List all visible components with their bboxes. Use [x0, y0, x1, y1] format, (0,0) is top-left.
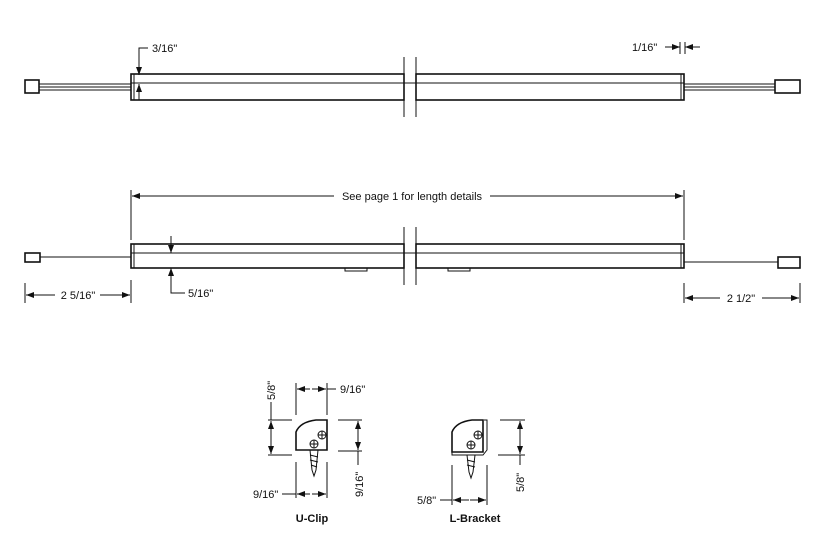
right-connector	[774, 79, 801, 94]
screw-icon	[309, 449, 319, 478]
fixture-body-right	[415, 73, 685, 101]
l-bracket-label: L-Bracket	[450, 513, 501, 525]
dim-thickness: 3/16"	[152, 43, 177, 55]
side-view: See page 1 for length details 5/16" 2 5/…	[24, 190, 801, 305]
fixture-body-left	[130, 73, 405, 101]
mounting-tab	[344, 267, 368, 272]
top-view: 3/16" 1/16"	[24, 42, 801, 117]
dim-right-lead: 2 1/2"	[727, 293, 755, 305]
dim-width: 5/8"	[417, 495, 436, 507]
u-clip-label: U-Clip	[296, 513, 329, 525]
dim-width-top: 9/16"	[340, 384, 365, 396]
dim-width-bottom: 9/16"	[253, 489, 278, 501]
dim-height: 5/16"	[188, 288, 213, 300]
screw-icon	[466, 454, 476, 480]
right-connector-side	[777, 256, 801, 269]
dim-height: 5/8"	[515, 473, 527, 492]
left-connector	[24, 79, 40, 94]
dim-depth: 9/16"	[354, 472, 366, 497]
left-connector-side	[24, 252, 41, 263]
l-bracket-drawing: 5/8" 5/8" L-Bracket	[417, 419, 527, 525]
dim-end-cap: 1/16"	[632, 42, 657, 54]
u-clip-drawing: 9/16" 5/8" 9/16" 9/16" U-Clip	[253, 381, 366, 525]
dim-left-lead: 2 5/16"	[61, 290, 96, 302]
mounting-tab	[447, 267, 471, 272]
dim-height: 5/8"	[266, 381, 278, 400]
dim-length: See page 1 for length details	[342, 191, 483, 203]
